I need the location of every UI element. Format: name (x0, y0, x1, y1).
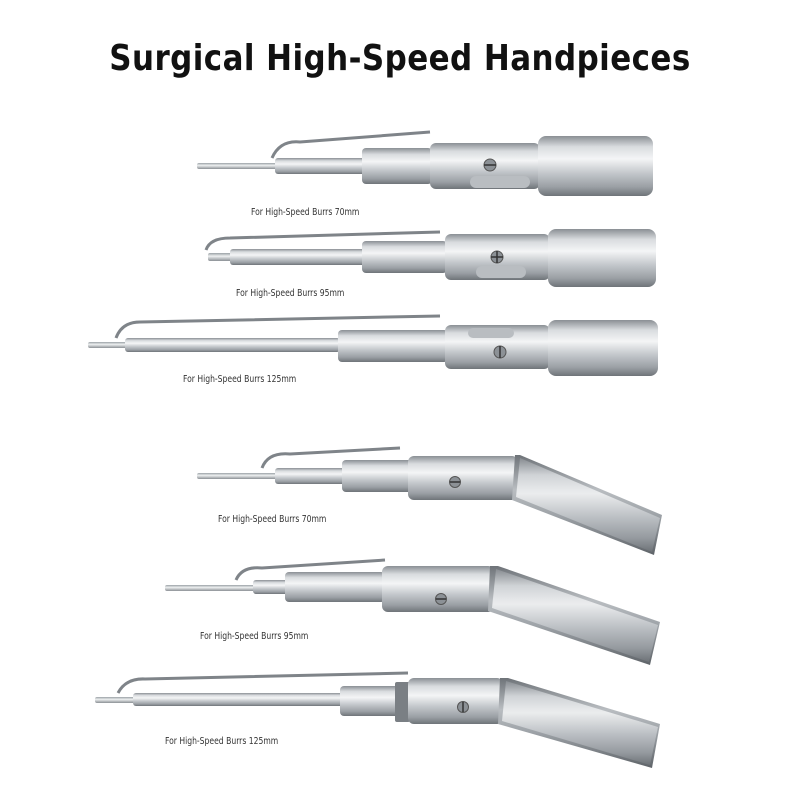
handpiece-angled-70mm (197, 446, 662, 555)
caption-angled-125mm: For High-Speed Burrs 125mm (165, 736, 279, 747)
caption-angled-70mm: For High-Speed Burrs 70mm (218, 514, 327, 525)
handpiece-straight-125mm (88, 314, 658, 376)
caption-straight-95mm: For High-Speed Burrs 95mm (236, 288, 345, 299)
handpiece-angled-125mm (95, 671, 660, 768)
caption-straight-125mm: For High-Speed Burrs 125mm (183, 374, 297, 385)
caption-straight-70mm: For High-Speed Burrs 70mm (251, 207, 360, 218)
handpiece-angled-95mm (165, 558, 660, 665)
page-title: Surgical High-Speed Handpieces (109, 38, 691, 79)
handpiece-straight-95mm (204, 229, 656, 287)
handpiece-straight-70mm (197, 130, 653, 196)
caption-angled-95mm: For High-Speed Burrs 95mm (200, 631, 309, 642)
